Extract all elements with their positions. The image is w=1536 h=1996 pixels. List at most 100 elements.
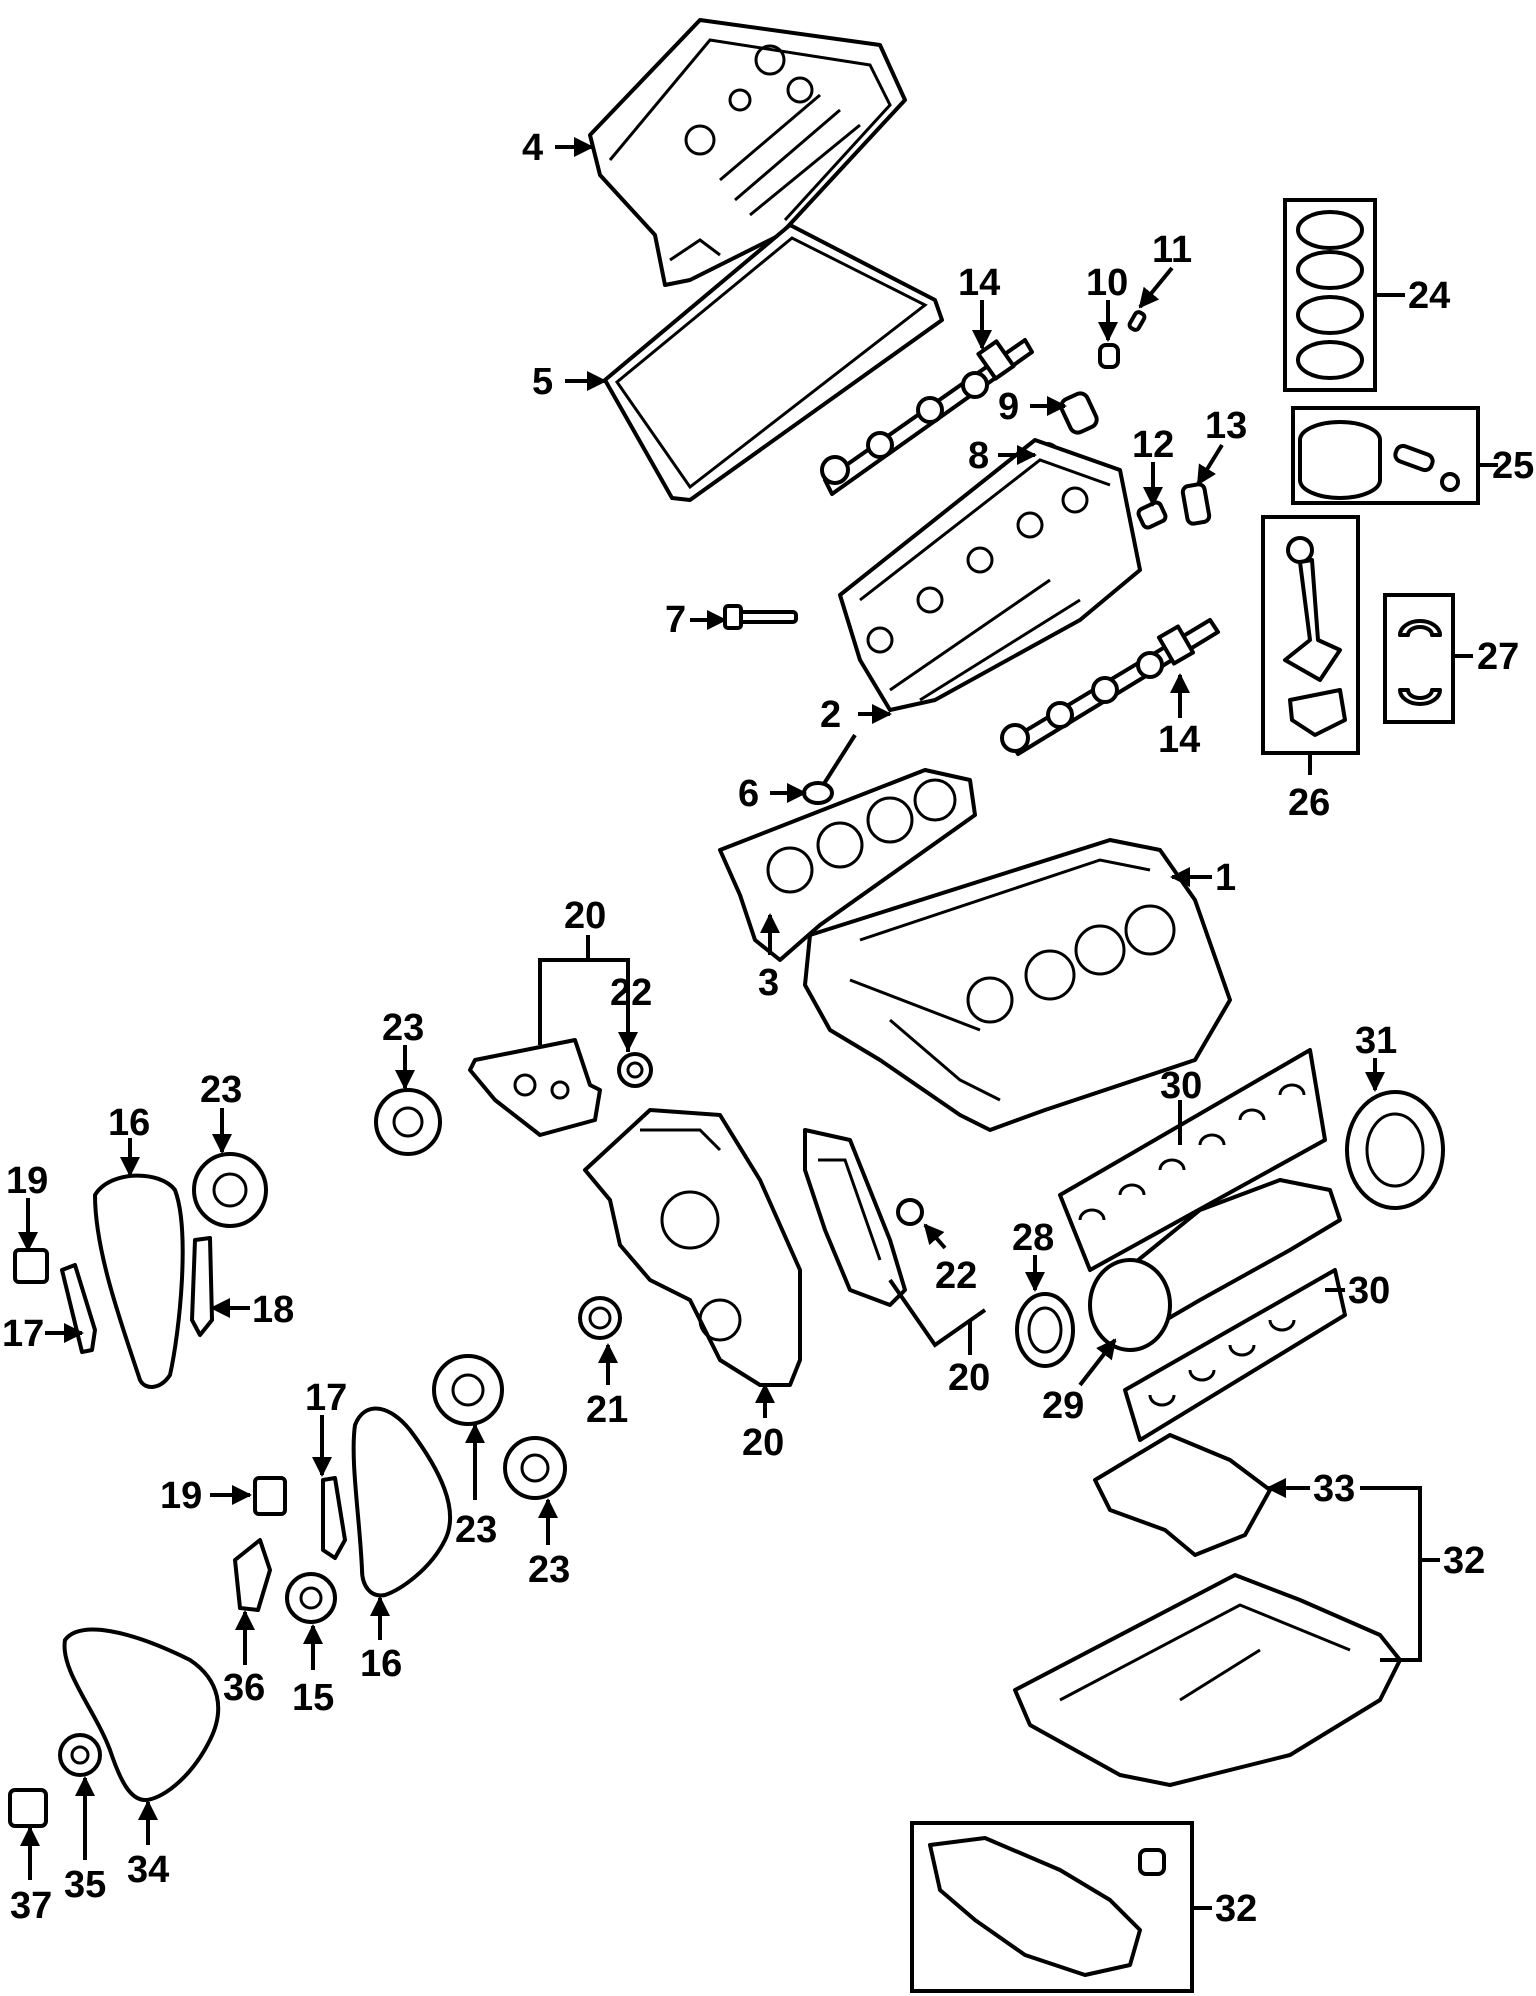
leader-lines bbox=[18, 137, 1498, 1910]
sprocket-b-part bbox=[192, 1152, 268, 1228]
callout-31: 31 bbox=[1355, 1020, 1397, 1062]
callout-30-upper: 30 bbox=[1160, 1065, 1202, 1107]
chain-guide-left-part bbox=[60, 1263, 97, 1354]
callout-17-left: 17 bbox=[2, 1313, 44, 1355]
connecting-rod-part bbox=[1261, 515, 1360, 755]
sprocket-c-part bbox=[432, 1354, 504, 1426]
oil-pan-baffle-part bbox=[1093, 1433, 1272, 1557]
valve-spring-retainer-part bbox=[1098, 343, 1120, 369]
tensioner-left-part bbox=[13, 1248, 49, 1284]
rear-main-seal-part bbox=[1015, 1292, 1075, 1368]
valve-keeper-part bbox=[1127, 310, 1147, 332]
piston-rings-part bbox=[1283, 198, 1377, 392]
callout-35: 35 bbox=[64, 1864, 106, 1906]
callout-1: 1 bbox=[1215, 857, 1236, 899]
callout-24: 24 bbox=[1408, 275, 1450, 317]
callout-37: 37 bbox=[10, 1885, 52, 1927]
sprocket-d-part bbox=[503, 1436, 567, 1500]
callout-34: 34 bbox=[127, 1849, 169, 1891]
callout-19-left: 19 bbox=[6, 1160, 48, 1202]
tensioner-arm-part bbox=[190, 1236, 214, 1337]
callout-28: 28 bbox=[1012, 1217, 1054, 1259]
callout-22-side: 22 bbox=[935, 1255, 977, 1297]
callout-16-center: 16 bbox=[360, 1643, 402, 1685]
callout-labels: 1 2 3 4 5 6 7 8 9 10 11 12 13 14 14 15 1… bbox=[2, 127, 1534, 1930]
side-cover-gasket-part bbox=[803, 1128, 907, 1307]
callout-19-center: 19 bbox=[160, 1475, 202, 1517]
crankshaft-part bbox=[1088, 1178, 1342, 1352]
valve-cover-gasket-part bbox=[603, 223, 944, 502]
callout-8: 8 bbox=[968, 435, 989, 477]
lower-oil-pan-part bbox=[910, 1821, 1194, 1993]
front-timing-cover-part bbox=[583, 1108, 802, 1387]
callout-33: 33 bbox=[1313, 1468, 1355, 1510]
callout-7: 7 bbox=[665, 599, 686, 641]
callout-32-upper: 32 bbox=[1443, 1540, 1485, 1582]
callout-10: 10 bbox=[1086, 262, 1128, 304]
timing-chain-center-part bbox=[351, 1406, 453, 1598]
callout-32-lower: 32 bbox=[1215, 1888, 1257, 1930]
callout-27: 27 bbox=[1477, 636, 1519, 678]
callout-20-upper: 20 bbox=[564, 895, 606, 937]
valve-cover-part bbox=[588, 18, 907, 287]
callout-18: 18 bbox=[252, 1289, 294, 1331]
chain-guide-center-part bbox=[321, 1476, 347, 1560]
oil-pump-part bbox=[8, 1788, 48, 1828]
sprocket-a-part bbox=[374, 1088, 442, 1156]
timing-cover-plate-part bbox=[468, 1038, 602, 1137]
callout-26: 26 bbox=[1288, 782, 1330, 824]
callout-6: 6 bbox=[738, 773, 759, 815]
engine-block-part bbox=[803, 838, 1232, 1132]
callout-23-b: 23 bbox=[200, 1069, 242, 1111]
callout-22-upper: 22 bbox=[610, 972, 652, 1014]
cylinder-head-part bbox=[838, 438, 1142, 712]
callout-15: 15 bbox=[292, 1677, 334, 1719]
valve-part bbox=[802, 733, 857, 805]
main-bearings-upper-part bbox=[1058, 1048, 1327, 1272]
callout-25: 25 bbox=[1492, 445, 1534, 487]
callout-20-side: 20 bbox=[948, 1357, 990, 1399]
main-bearings-lower-part bbox=[1123, 1268, 1347, 1442]
callout-14-lower: 14 bbox=[1158, 719, 1200, 761]
callout-20-lower: 20 bbox=[742, 1422, 784, 1464]
callout-3: 3 bbox=[758, 962, 779, 1004]
front-seal-part bbox=[578, 1296, 622, 1340]
callout-13: 13 bbox=[1205, 405, 1247, 447]
callout-23-c: 23 bbox=[455, 1509, 497, 1551]
seal-side-part bbox=[896, 1198, 924, 1226]
sprocket-15-part bbox=[285, 1572, 337, 1624]
callout-2: 2 bbox=[820, 694, 841, 736]
callout-4: 4 bbox=[522, 127, 543, 169]
upper-oil-pan-part bbox=[1013, 1573, 1402, 1787]
lash-adjuster-part bbox=[1136, 500, 1168, 530]
guide-36-part bbox=[233, 1538, 272, 1612]
callout-23-d: 23 bbox=[528, 1549, 570, 1591]
callout-9: 9 bbox=[998, 386, 1019, 428]
callout-12: 12 bbox=[1132, 424, 1174, 466]
crank-pulley-part bbox=[1345, 1090, 1445, 1210]
seal-upper-part bbox=[617, 1052, 653, 1088]
oil-pump-chain-part bbox=[62, 1627, 221, 1802]
callout-23-a: 23 bbox=[382, 1007, 424, 1049]
callout-16-left: 16 bbox=[108, 1102, 150, 1144]
callout-5: 5 bbox=[532, 361, 553, 403]
callout-17-center: 17 bbox=[305, 1377, 347, 1419]
callout-29: 29 bbox=[1042, 1385, 1084, 1427]
head-gasket-part bbox=[718, 768, 977, 962]
rod-bearings-part bbox=[1383, 593, 1455, 724]
callout-14-upper: 14 bbox=[958, 262, 1000, 304]
camshaft-upper-part bbox=[820, 338, 1034, 496]
callout-21: 21 bbox=[586, 1389, 628, 1431]
sprocket-35-part bbox=[58, 1733, 102, 1777]
piston-part bbox=[1291, 406, 1480, 505]
callout-36: 36 bbox=[223, 1667, 265, 1709]
head-bolt-part bbox=[723, 604, 798, 630]
callout-11: 11 bbox=[1152, 229, 1192, 271]
camshaft-lower-part bbox=[1000, 618, 1220, 756]
tensioner-center-part bbox=[253, 1476, 287, 1516]
rocker-arm-part bbox=[1180, 482, 1212, 526]
timing-chain-left-part bbox=[93, 1173, 185, 1389]
callout-30-lower: 30 bbox=[1348, 1270, 1390, 1312]
valve-lifter-part bbox=[1059, 391, 1099, 435]
